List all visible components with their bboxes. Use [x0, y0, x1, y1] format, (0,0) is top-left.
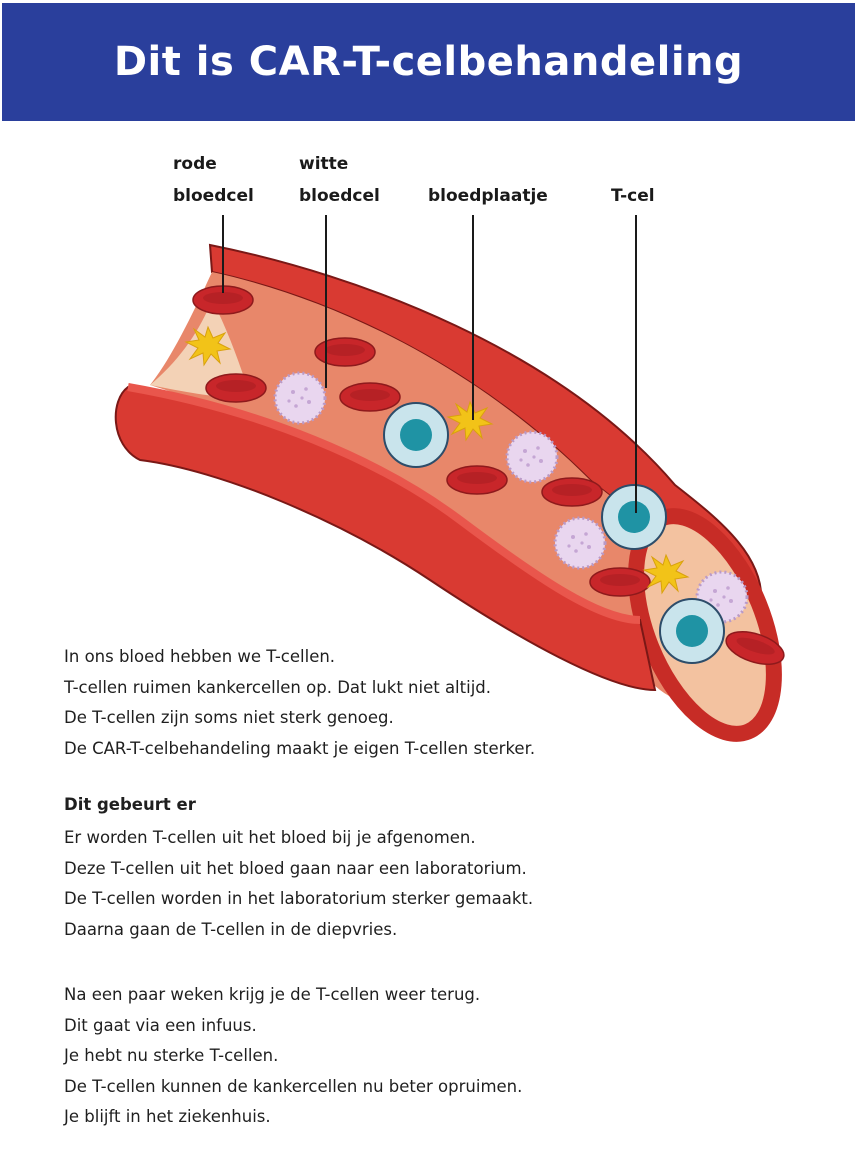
paragraph-line: Je hebt nu sterke T-cellen.	[64, 1046, 279, 1065]
paragraph-line: De T-cellen worden in het laboratorium s…	[64, 889, 534, 908]
label-white-blood-cell-line1: witte	[299, 154, 349, 174]
red-blood-cell	[314, 337, 376, 367]
paragraph-line: De T-cellen kunnen de kankercellen nu be…	[64, 1076, 523, 1096]
label-red-blood-cell-line1: rode	[173, 154, 217, 174]
section-paragraph-2: Na een paar weken krijg je de T-cellen w…	[64, 980, 784, 1133]
label-t-cell: T-cel	[611, 180, 655, 212]
intro-line: De T-cellen zijn soms niet sterk genoeg.	[64, 708, 394, 727]
intro-line: T-cellen ruimen kankercellen op. Dat luk…	[64, 677, 491, 697]
paragraph-line: Deze T-cellen uit het bloed gaan naar ee…	[64, 858, 527, 878]
intro-line: De CAR-T-celbehandeling maakt je eigen T…	[64, 738, 536, 758]
red-blood-cell	[541, 477, 603, 507]
label-platelet-text: bloedplaatje	[428, 186, 548, 206]
vessel-front-wall-rim	[127, 383, 641, 624]
red-blood-cell	[205, 373, 267, 403]
label-white-blood-cell: witte bloedcel	[299, 148, 380, 212]
paragraph-line: Er worden T-cellen uit het bloed bij je …	[64, 828, 476, 847]
white-blood-cell	[505, 430, 559, 484]
title-banner: Dit is CAR-T-celbehandeling	[2, 3, 855, 121]
paragraph-line: Na een paar weken krijg je de T-cellen w…	[64, 985, 481, 1004]
paragraph-line: Je blijft in het ziekenhuis.	[64, 1107, 271, 1126]
blood-vessel-illustration	[114, 215, 789, 742]
red-blood-cell	[446, 465, 508, 495]
t-cell	[383, 402, 449, 468]
section-what-happens: Dit gebeurt er	[64, 790, 784, 821]
paragraph-line: Dit gaat via een infuus.	[64, 1015, 257, 1035]
paragraph-line: Daarna gaan de T-cellen in de diepvries.	[64, 919, 398, 939]
label-red-blood-cell-line2: bloedcel	[173, 186, 254, 206]
red-blood-cell	[589, 567, 651, 597]
red-blood-cell	[339, 382, 401, 412]
section-paragraph-1: Er worden T-cellen uit het bloed bij je …	[64, 823, 784, 945]
label-platelet: bloedplaatje	[428, 180, 548, 212]
intro-text: In ons bloed hebben we T-cellen. T-celle…	[64, 642, 784, 764]
label-t-cell-text: T-cel	[611, 186, 655, 206]
white-blood-cell	[553, 516, 607, 570]
intro-line: In ons bloed hebben we T-cellen.	[64, 647, 336, 666]
white-blood-cell	[273, 371, 327, 425]
label-white-blood-cell-line2: bloedcel	[299, 186, 380, 206]
t-cell	[601, 484, 667, 550]
label-red-blood-cell: rode bloedcel	[173, 148, 254, 212]
section-heading: Dit gebeurt er	[64, 795, 196, 814]
page-title: Dit is CAR-T-celbehandeling	[113, 39, 744, 85]
